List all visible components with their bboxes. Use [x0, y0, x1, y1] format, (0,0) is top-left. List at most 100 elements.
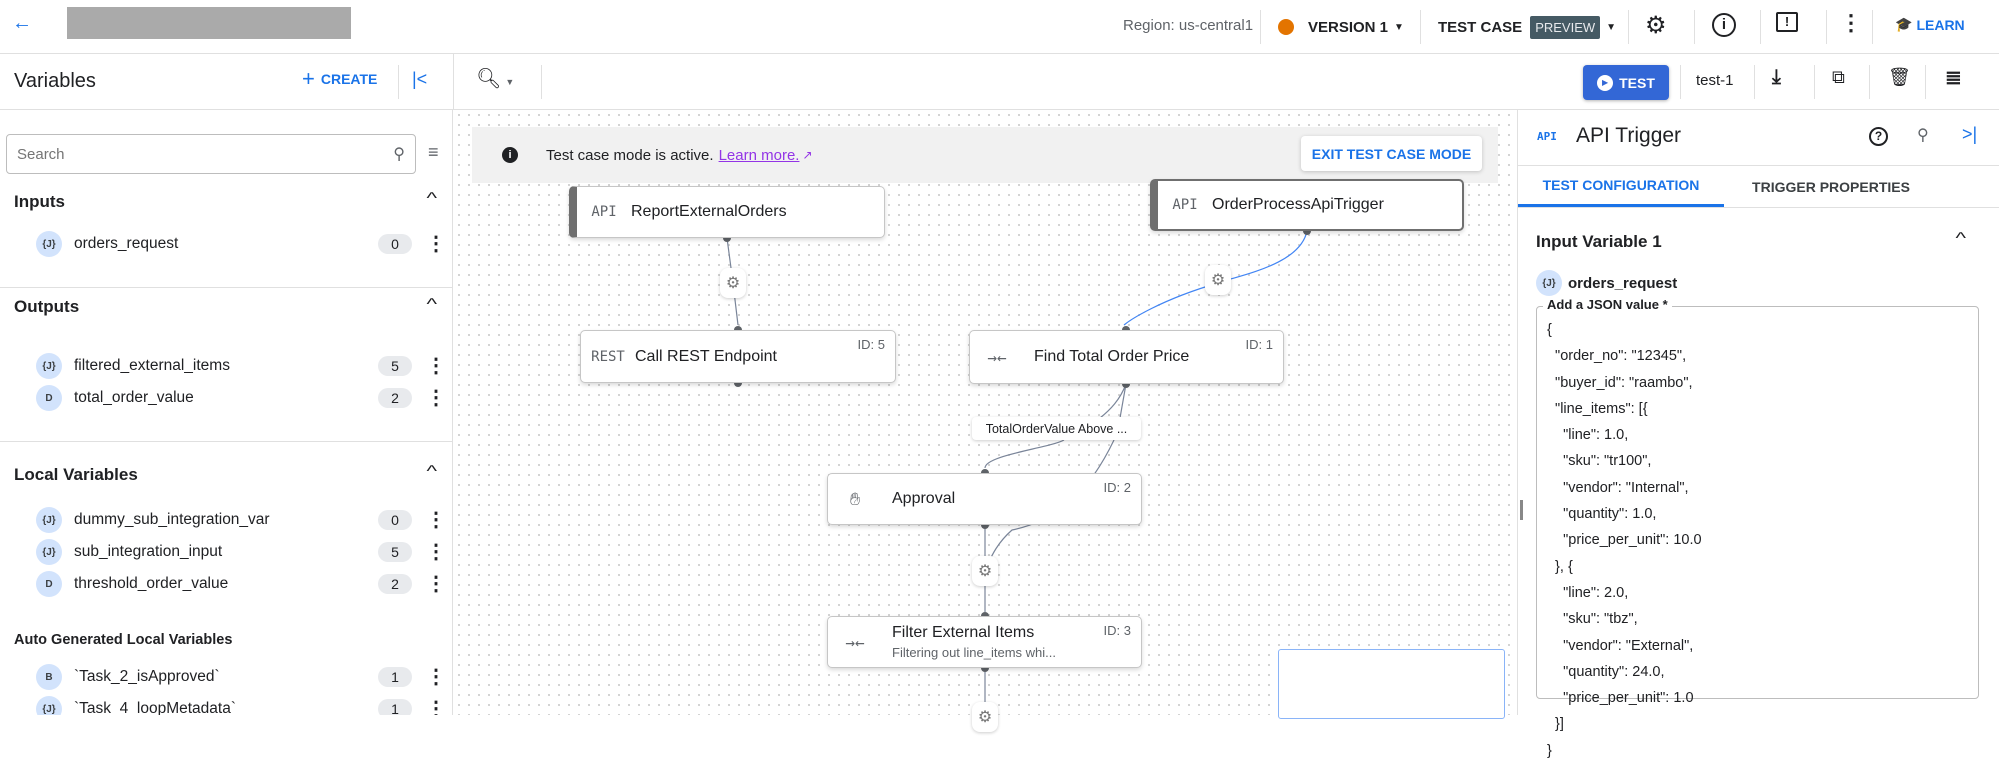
- more-vert-icon[interactable]: ⋮: [426, 666, 446, 688]
- collapse-panel-icon[interactable]: |<: [412, 69, 428, 89]
- close-panel-icon[interactable]: >|: [1962, 124, 1978, 144]
- delete-icon[interactable]: 🗑︎: [1888, 67, 1911, 87]
- variable-name: total_order_value: [74, 389, 194, 406]
- create-variable-button[interactable]: + CREATE: [302, 68, 377, 90]
- data-mapping-icon: →←: [845, 632, 865, 652]
- more-vert-icon[interactable]: ⋮: [426, 698, 446, 715]
- more-vert-icon[interactable]: ⋮: [426, 573, 446, 595]
- chevron-up-icon[interactable]: ^: [426, 463, 438, 480]
- feedback-icon[interactable]: !: [1776, 12, 1798, 32]
- input-variable-title: Input Variable 1: [1536, 232, 1662, 251]
- double-type-badge: D: [36, 571, 62, 597]
- help-icon[interactable]: ?: [1869, 127, 1888, 146]
- node-subtitle: Filtering out line_items whi...: [892, 645, 1057, 660]
- chevron-up-icon[interactable]: ^: [426, 190, 438, 207]
- more-vert-icon[interactable]: ⋮: [1840, 10, 1862, 35]
- api-icon: API: [591, 204, 617, 220]
- divider: [398, 65, 399, 99]
- region-label: Region: us-central1: [1123, 17, 1254, 34]
- edge-condition-gear-icon[interactable]: ⚙: [972, 702, 998, 732]
- caret-down-icon: ▼: [1606, 21, 1617, 33]
- more-vert-icon[interactable]: ⋮: [426, 355, 446, 377]
- search-input[interactable]: [17, 145, 394, 163]
- variable-name: filtered_external_items: [74, 357, 230, 374]
- zoom-in-icon[interactable]: 🔍︎▼: [476, 68, 515, 90]
- node-id: ID: 3: [1103, 623, 1131, 638]
- edge-condition-gear-icon[interactable]: ⚙: [720, 268, 746, 298]
- json-type-badge: {J}: [36, 353, 62, 379]
- usage-count: 0: [378, 510, 412, 530]
- back-arrow-icon[interactable]: ←: [12, 12, 32, 34]
- divider: [1694, 10, 1695, 44]
- chevron-up-icon[interactable]: ^: [426, 296, 438, 313]
- more-vert-icon[interactable]: ⋮: [426, 233, 446, 255]
- variable-item[interactable]: B`Task_2_isApproved`1⋮: [36, 663, 446, 691]
- divider: [453, 54, 454, 110]
- json-field-label: Add a JSON value *: [1543, 297, 1672, 312]
- search-icon: ⚲: [393, 146, 405, 163]
- trigger-node-order-process-api-trigger[interactable]: API OrderProcessApiTrigger: [1150, 179, 1464, 231]
- api-icon: API: [1537, 130, 1557, 143]
- search-field[interactable]: ⚲: [6, 134, 416, 174]
- usage-count: 5: [378, 542, 412, 562]
- settings-gear-icon[interactable]: ⚙: [1645, 12, 1667, 39]
- divider: [1420, 10, 1421, 44]
- test-case-dropdown[interactable]: TEST CASE PREVIEW ▼: [1438, 10, 1616, 44]
- learn-more-link[interactable]: Learn more.: [718, 146, 800, 164]
- divider: [0, 287, 452, 288]
- variable-name: `Task_2_isApproved`: [74, 668, 220, 685]
- version-label: VERSION 1: [1308, 18, 1389, 36]
- rest-icon: REST: [591, 348, 625, 365]
- edge-condition-label[interactable]: TotalOrderValue Above ...: [972, 417, 1141, 440]
- divider: [1925, 65, 1926, 99]
- info-icon[interactable]: i: [1712, 13, 1736, 37]
- list-menu-icon[interactable]: ≣: [1945, 67, 1962, 89]
- variable-item[interactable]: {J}`Task_4_loopMetadata`1⋮: [36, 695, 446, 715]
- exit-test-case-mode-button[interactable]: EXIT TEST CASE MODE: [1301, 136, 1482, 171]
- sort-filter-icon[interactable]: ≡: [428, 142, 439, 162]
- copy-icon[interactable]: ⧉: [1832, 67, 1845, 87]
- tab-trigger-properties[interactable]: TRIGGER PROPERTIES: [1752, 178, 1910, 195]
- edge-condition-gear-icon[interactable]: ⚙: [972, 556, 998, 586]
- divider: [1754, 65, 1755, 99]
- more-vert-icon[interactable]: ⋮: [426, 541, 446, 563]
- node-title: OrderProcessApiTrigger: [1212, 196, 1384, 213]
- minimap[interactable]: [1278, 649, 1505, 719]
- test-label: TEST: [1619, 74, 1655, 91]
- test-case-name[interactable]: test-1: [1696, 72, 1734, 89]
- learn-button[interactable]: 🎓 LEARN: [1895, 16, 1965, 33]
- variable-name: threshold_order_value: [74, 575, 229, 592]
- top-header: ← Region: us-central1 VERSION 1 ▼ TEST C…: [0, 0, 1999, 54]
- api-icon: API: [1172, 197, 1198, 213]
- more-vert-icon[interactable]: ⋮: [426, 509, 446, 531]
- variable-item[interactable]: {J} filtered_external_items 5 ⋮: [36, 352, 446, 380]
- chevron-up-icon[interactable]: ^: [1955, 230, 1967, 247]
- resize-handle[interactable]: [1520, 500, 1523, 520]
- section-local-variables-title: Local Variables: [14, 465, 138, 484]
- panel-title: API Trigger: [1576, 124, 1682, 147]
- more-vert-icon[interactable]: ⋮: [426, 387, 446, 409]
- json-value-textarea[interactable]: { "order_no": "12345", "buyer_id": "raam…: [1536, 306, 1979, 759]
- variable-name: orders_request: [74, 235, 179, 252]
- tab-test-configuration[interactable]: TEST CONFIGURATION: [1518, 166, 1724, 207]
- pin-icon[interactable]: ⚲: [1917, 127, 1929, 144]
- edge-find-total-to-approval: [984, 383, 1127, 469]
- double-type-badge: D: [36, 385, 62, 411]
- test-button[interactable]: ▶ TEST: [1583, 65, 1669, 100]
- edge-condition-gear-icon[interactable]: ⚙: [1205, 265, 1231, 295]
- test-case-label: TEST CASE: [1438, 18, 1523, 36]
- version-dropdown[interactable]: VERSION 1 ▼: [1278, 10, 1404, 44]
- preview-badge: PREVIEW: [1530, 15, 1601, 39]
- usage-count: 5: [378, 356, 412, 376]
- download-icon[interactable]: ⤓: [1772, 66, 1781, 88]
